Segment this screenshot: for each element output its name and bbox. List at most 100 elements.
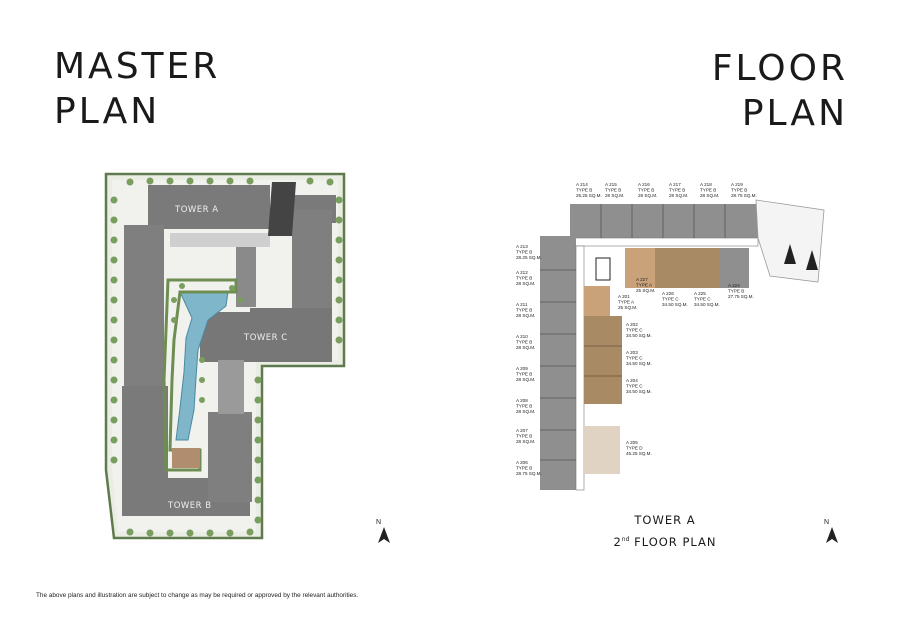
- caption-line2: 2nd FLOOR PLAN: [595, 530, 735, 552]
- unit-label-line: A 207: [516, 428, 528, 433]
- floor-plan-heading: FLOOR PLAN: [712, 46, 848, 136]
- unit-label-line: 28 SQ.M.: [638, 193, 657, 198]
- unit-label-line: A 209: [516, 366, 528, 371]
- unit-a224-type-b: [719, 248, 749, 288]
- unit-label-line: TYPE B: [605, 188, 621, 193]
- floor-heading-line2: PLAN: [741, 93, 848, 134]
- disclaimer-text: The above plans and illustration are sub…: [36, 592, 359, 599]
- unit-label-line: 25 SQ.M.: [618, 305, 637, 310]
- unit-label-line: A 210: [516, 334, 528, 339]
- floor-heading-line1: FLOOR: [711, 48, 848, 89]
- courtyard-roof-1: [170, 233, 270, 247]
- unit-label-line: TYPE A: [618, 300, 635, 305]
- north-marker-1-icon: [784, 244, 796, 264]
- master-plan-heading: MASTER PLAN: [54, 44, 220, 134]
- unit-label-line: 28 SQ.M.: [516, 439, 535, 444]
- unit-label-line: 34.50 SQ.M.: [662, 302, 688, 307]
- unit-label-line: TYPE C: [662, 297, 679, 302]
- unit-label-line: 28 SQ.M.: [516, 281, 535, 286]
- tree-row-right: [254, 196, 343, 524]
- unit-label-line: 28 SQ.M.: [700, 193, 719, 198]
- left-wing-unit-dividers: [540, 269, 576, 461]
- tower-a-top-wing: [148, 185, 270, 229]
- tower-b-right-wing: [208, 412, 252, 502]
- unit-label-line: 25 SQ.M.: [636, 288, 655, 293]
- unit-label-line: TYPE B: [669, 188, 685, 193]
- unit-label-line: TYPE C: [694, 297, 711, 302]
- unit-label-line: TYPE B: [516, 404, 532, 409]
- caption-floor-suffix: nd: [621, 536, 630, 543]
- pool-deck: [162, 278, 238, 472]
- unit-label-line: TYPE B: [731, 188, 747, 193]
- north-arrow-icon: [378, 527, 390, 543]
- unit-label-line: A 219: [731, 182, 743, 187]
- unit-label-line: TYPE B: [516, 250, 532, 255]
- unit-label-line: 28.75 SQ.M.: [516, 471, 542, 476]
- unit-label-line: A 224: [728, 283, 740, 288]
- unit-label-line: A 205: [626, 440, 638, 445]
- unit-label-line: 28 SQ.M.: [516, 377, 535, 382]
- parking-strip: [218, 360, 244, 414]
- unit-label-line: 28 SQ.M.: [516, 313, 535, 318]
- unit-label-line: TYPE B: [516, 276, 532, 281]
- unit-label-line: A 225: [694, 291, 706, 296]
- tower-c-label: TOWER C: [243, 333, 288, 343]
- unit-label-line: A 214: [576, 182, 588, 187]
- tower-a-stair-shadow: [268, 182, 296, 236]
- unit-label-line: 27.75 SQ.M.: [728, 294, 754, 299]
- unit-label-line: 34.50 SQ.M.: [626, 333, 652, 338]
- unit-label-line: 34.50 SQ.M.: [626, 361, 652, 366]
- caption-floor-number: 2: [613, 534, 622, 549]
- unit-label-line: TYPE D: [626, 446, 643, 451]
- north-label-floor: N: [824, 519, 829, 526]
- type-c-unit-dividers: [584, 345, 622, 377]
- unit-label-line: TYPE C: [626, 356, 643, 361]
- tower-a-left-wing: [124, 225, 164, 390]
- unit-a201-type-a: [584, 286, 610, 316]
- unit-label-line: 28.75 SQ.M.: [731, 193, 757, 198]
- unit-a226-type-c: [655, 248, 687, 288]
- tower-b-label: TOWER B: [167, 501, 212, 511]
- top-wing-unit-dividers: [600, 204, 726, 238]
- unit-label-line: 28 SQ.M.: [516, 409, 535, 414]
- floor-plan-caption: TOWER A 2nd FLOOR PLAN: [595, 511, 735, 552]
- north-marker-2-icon: [806, 250, 818, 270]
- north-arrow-floor-icon: [826, 527, 838, 543]
- unit-label-line: A 212: [516, 270, 528, 275]
- unit-label-line: TYPE A: [636, 283, 653, 288]
- left-wing-units: [540, 236, 576, 490]
- swimming-pool: [175, 291, 229, 441]
- garden-deck: [172, 448, 200, 468]
- tree-row-bottom: [126, 528, 254, 537]
- unit-label-line: TYPE B: [516, 340, 532, 345]
- unit-label-line: TYPE B: [728, 289, 744, 294]
- unit-label-line: 28.25 SQ.M.: [516, 255, 542, 260]
- unit-label-line: 25.25 SQ.M.: [576, 193, 602, 198]
- tree-row-left: [110, 196, 118, 464]
- unit-a227-type-a: [625, 248, 655, 288]
- unit-label-line: A 217: [669, 182, 681, 187]
- unit-label-line: TYPE B: [576, 188, 592, 193]
- unit-label-line: 34.50 SQ.M.: [626, 389, 652, 394]
- unit-label-line: TYPE B: [516, 434, 532, 439]
